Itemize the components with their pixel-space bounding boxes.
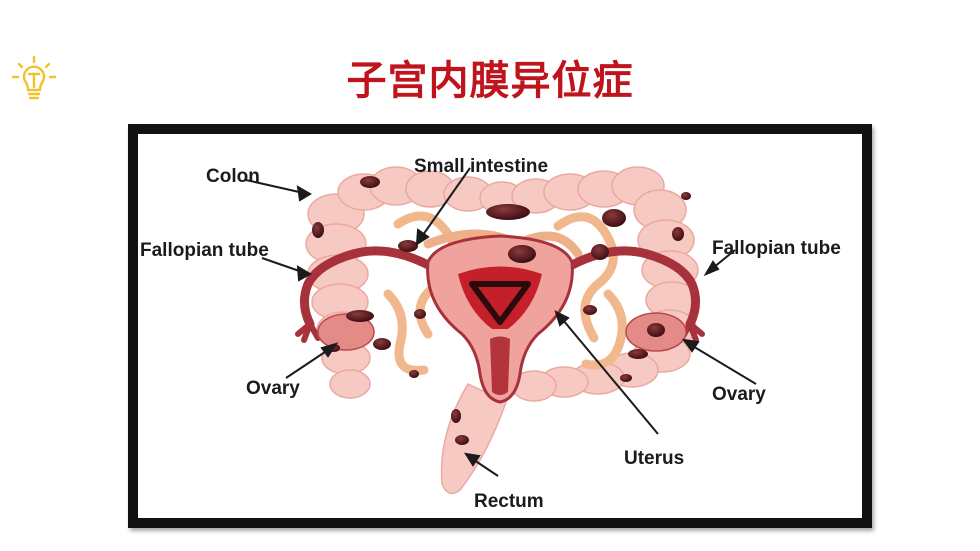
label-rectum: Rectum bbox=[474, 491, 544, 512]
page-title: 子宫内膜异位症 bbox=[346, 58, 634, 104]
lightbulb-icon bbox=[10, 55, 58, 107]
label-colon: Colon bbox=[206, 166, 260, 187]
label-fallopian-tube-left: Fallopian tube bbox=[140, 240, 269, 261]
uterus bbox=[426, 234, 574, 404]
label-arrows bbox=[245, 167, 757, 477]
label-uterus: Uterus bbox=[624, 448, 684, 469]
anatomy-diagram-frame: Colon Small intestine Fallopian tube Fal… bbox=[128, 124, 872, 528]
label-ovary-right: Ovary bbox=[712, 384, 766, 405]
lesions bbox=[312, 176, 691, 445]
label-fallopian-tube-right: Fallopian tube bbox=[712, 238, 841, 259]
anatomy-diagram: Colon Small intestine Fallopian tube Fal… bbox=[140, 156, 841, 512]
label-ovary-left: Ovary bbox=[246, 378, 300, 399]
label-small-intestine: Small intestine bbox=[414, 156, 548, 177]
